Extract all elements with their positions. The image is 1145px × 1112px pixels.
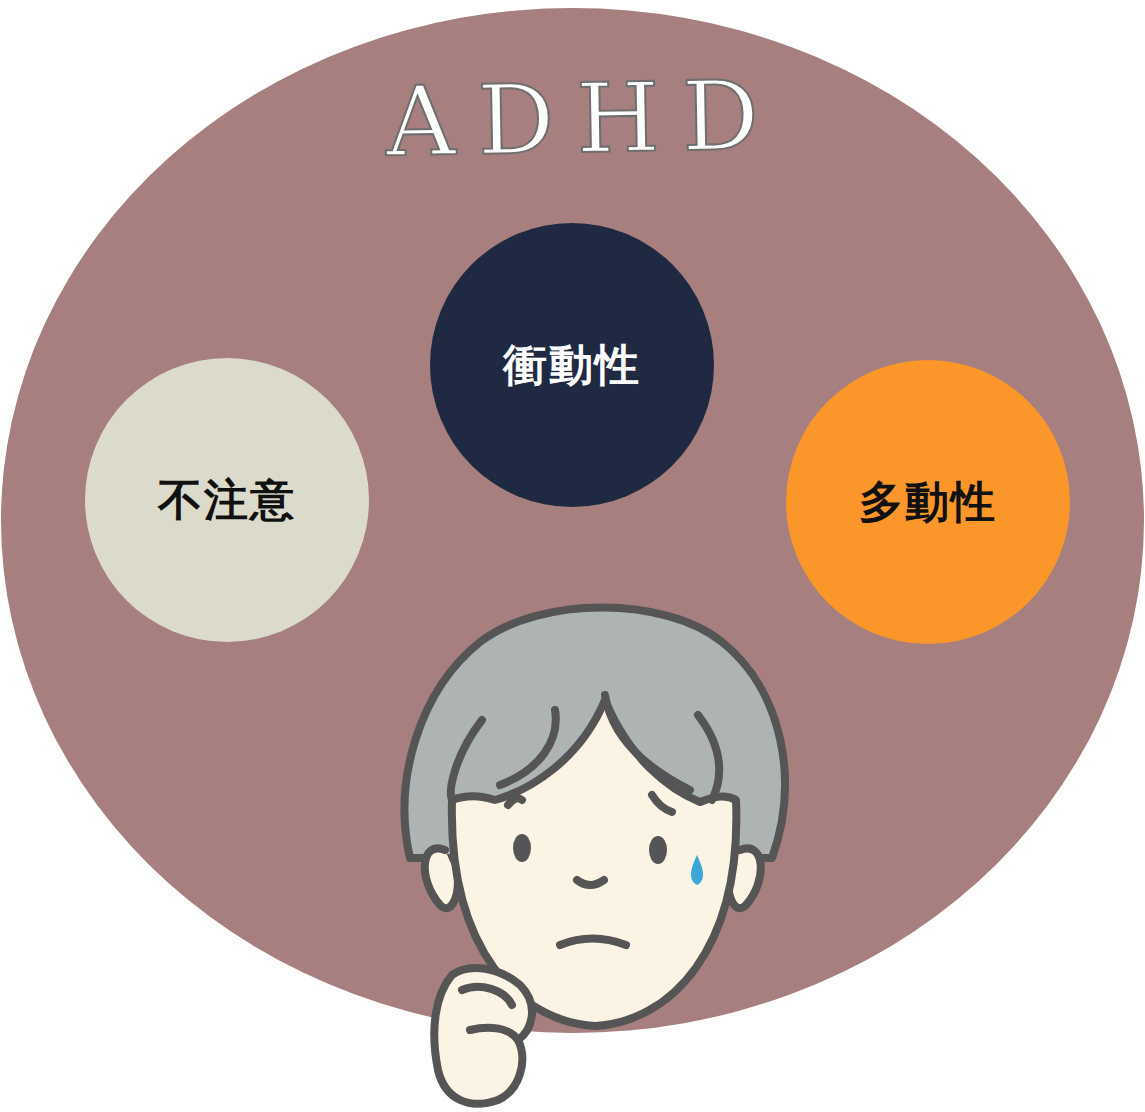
diagram-title: ADHD	[0, 53, 1145, 185]
inattention-circle: 不注意	[85, 358, 369, 642]
hyperactivity-circle: 多動性	[786, 360, 1070, 644]
node-label: 衝動性	[503, 336, 641, 395]
node-label: 不注意	[158, 471, 296, 530]
impulsivity-circle: 衝動性	[430, 223, 714, 507]
adhd-ellipse: ADHD 衝動性不注意 多動性	[1, 8, 1144, 1033]
node-label: 多動性	[859, 473, 997, 532]
